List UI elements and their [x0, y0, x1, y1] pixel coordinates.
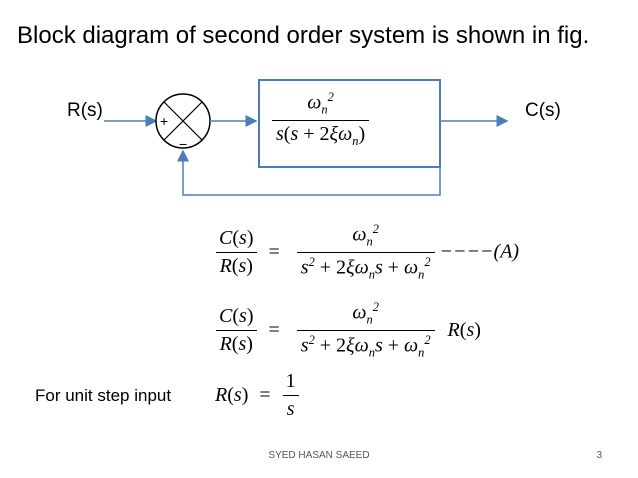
page-number: 3 [596, 450, 602, 461]
minus-sign: − [179, 136, 188, 152]
output-label: C(s) [525, 100, 561, 121]
equation-a: C(s) R(s) = ωn2 s2 + 2ξωns + ωn2 −−−−(A) [215, 222, 519, 282]
plus-sign: + [160, 113, 169, 129]
feedback-path [177, 121, 441, 196]
slide-title: Block diagram of second order system is … [17, 22, 590, 49]
input-label: R(s) [67, 100, 103, 121]
unit-step-equation: R(s) = 1 s [215, 370, 300, 421]
block-transfer-function: ωn2 s(s + 2ξωn) [272, 90, 370, 149]
equation-output: C(s) R(s) = ωn2 s2 + 2ξωns + ωn2 R(s) [215, 300, 481, 360]
unit-step-label: For unit step input [35, 386, 172, 405]
junction-cross-2 [163, 101, 203, 141]
equation-tag: −−−−(A) [439, 240, 520, 263]
footer-author: SYED HASAN SAEED [268, 450, 370, 461]
